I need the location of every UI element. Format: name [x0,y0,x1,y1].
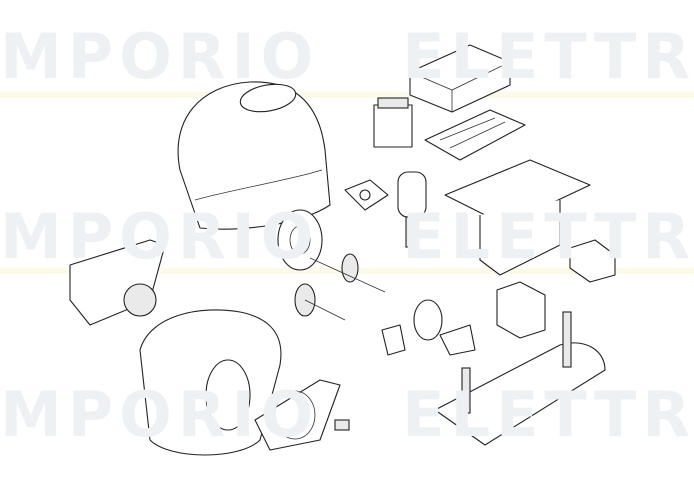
cover-part [177,81,331,230]
base-plate-part [434,311,606,446]
gearbox-housing-part [139,309,282,456]
transformer-part [373,97,413,148]
motor-part [344,171,427,248]
gear-wheel-part [277,209,386,321]
control-board-part [424,109,526,161]
watermark-band [0,92,694,98]
side-bracket-part [496,239,616,339]
side-panel-part [69,239,166,326]
limit-switch-part [381,299,476,356]
release-cover-part [254,379,350,451]
mounting-plate-part [444,159,591,276]
control-box-lid-part [409,44,511,113]
